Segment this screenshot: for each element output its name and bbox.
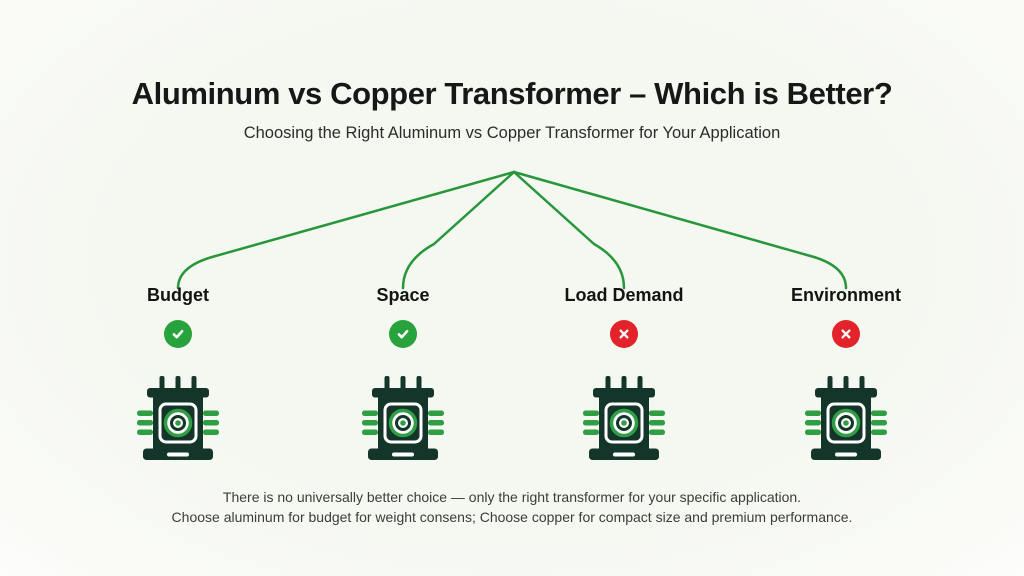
- branch-label: Environment: [790, 285, 901, 305]
- x-circle-icon: [610, 320, 638, 348]
- transformer-icon: [583, 376, 665, 460]
- branch-space: Space: [315, 284, 491, 465]
- transformer-icon: [137, 376, 219, 460]
- conclusion-text: There is no universally better choice — …: [0, 488, 1024, 527]
- branch-load-demand: Load Demand: [536, 284, 712, 465]
- page-subtitle: Choosing the Right Aluminum vs Copper Tr…: [243, 124, 781, 142]
- connector-space: [401, 170, 516, 290]
- conclusion-line-1: There is no universally better choice — …: [222, 489, 802, 505]
- connector-load-demand: [512, 170, 626, 290]
- branch-budget: Budget: [90, 284, 266, 465]
- branch-label: Budget: [147, 285, 209, 305]
- conclusion-line-2: Choose aluminum for budget for weight co…: [171, 508, 853, 525]
- branch-environment: Environment: [758, 284, 934, 465]
- page-title: Aluminum vs Copper Transformer – Which i…: [131, 76, 893, 111]
- check-circle-icon: [164, 320, 192, 348]
- transformer-icon: [805, 376, 887, 460]
- branch-label: Load Demand: [564, 285, 684, 305]
- transformer-icon: [362, 376, 444, 460]
- connector-budget: [176, 170, 516, 290]
- x-circle-icon: [832, 320, 860, 348]
- branch-label: Space: [376, 285, 430, 305]
- connector-environment: [512, 170, 848, 290]
- check-circle-icon: [389, 320, 417, 348]
